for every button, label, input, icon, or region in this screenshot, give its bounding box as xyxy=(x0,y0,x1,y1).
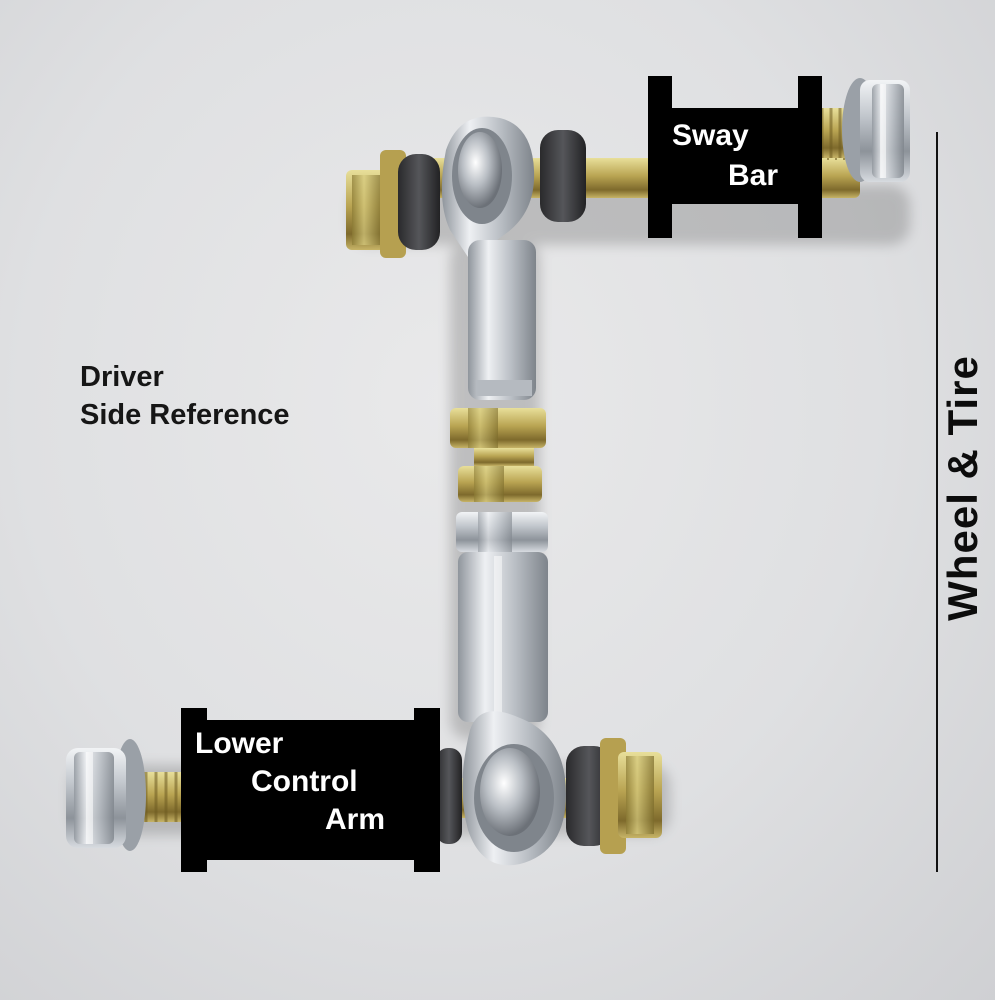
rubber-bushing-icon xyxy=(540,130,586,222)
sway-bar-label-block xyxy=(648,76,822,238)
rubber-bushing-icon xyxy=(398,154,440,250)
lca-label-line2: Control xyxy=(251,765,358,798)
sway-bar-label-line2: Bar xyxy=(728,159,779,192)
flange-nut-icon xyxy=(66,739,146,851)
hex-jam-nut-icon xyxy=(346,150,406,258)
rubber-bushing-icon xyxy=(436,748,462,844)
lower-control-arm-label-block xyxy=(181,708,440,872)
top-bolt-assembly xyxy=(346,78,910,260)
hex-jam-nut-icon xyxy=(600,738,662,854)
lca-label-line1: Lower xyxy=(195,727,284,760)
flange-nut-icon xyxy=(842,78,910,182)
wheel-tire-label: Wheel & Tire xyxy=(939,355,986,621)
lca-label-line3: Arm xyxy=(325,803,386,836)
driver-label-line1: Driver xyxy=(80,361,164,393)
link-shaft xyxy=(450,240,548,722)
wheel-tire-reference-line xyxy=(936,132,938,872)
driver-side-reference-label: Driver Side Reference xyxy=(80,358,290,434)
sway-bar-label-line1: Sway xyxy=(672,119,749,152)
driver-label-line2: Side Reference xyxy=(80,399,290,431)
heim-joint-icon xyxy=(462,711,566,866)
heim-joint-icon xyxy=(441,116,535,260)
lower-control-arm-label: Lower Control Arm xyxy=(195,725,385,839)
sway-bar-label: Sway Bar xyxy=(672,116,778,196)
